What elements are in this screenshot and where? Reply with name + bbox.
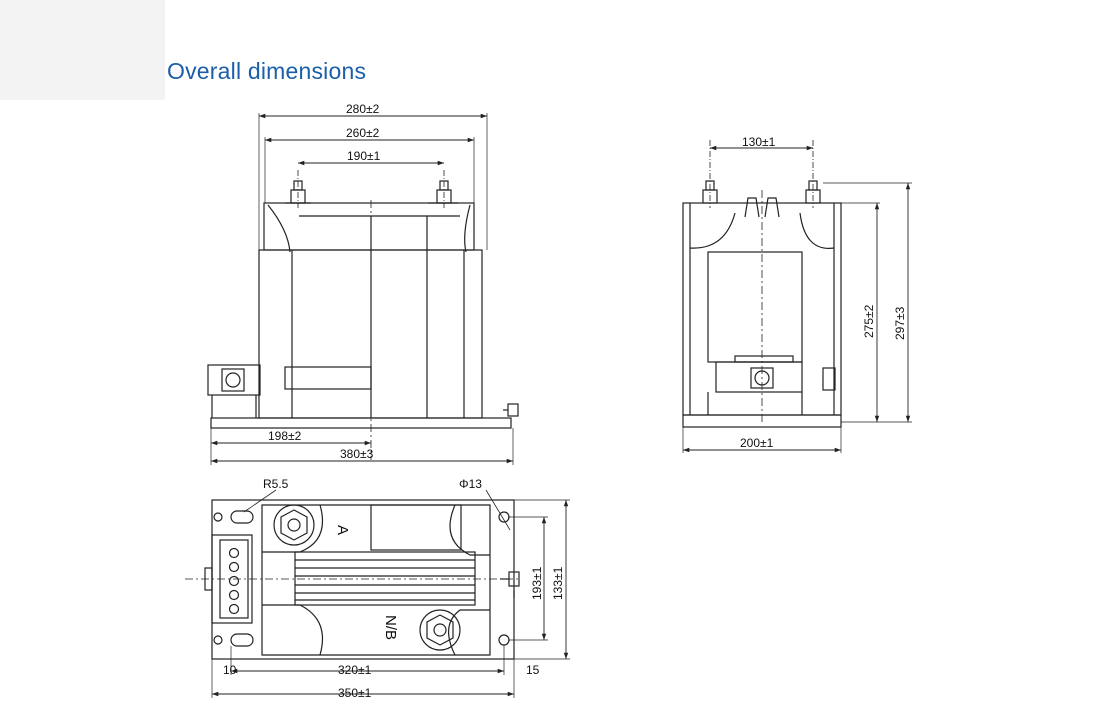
dim-320-label: 320±1 [338, 663, 372, 677]
dim-198-label: 198±2 [268, 429, 302, 443]
dim-130-label: 130±1 [742, 135, 776, 149]
corner-panel [0, 0, 165, 100]
front-view [207, 113, 519, 465]
dim-350-label: 350±1 [338, 686, 372, 700]
side-view [682, 140, 912, 453]
side-core [707, 251, 803, 363]
dim-190-label: 190±1 [347, 149, 381, 163]
page-title: Overall dimensions [167, 58, 367, 84]
top-base-plate [211, 499, 515, 660]
dim-10-label: 10 [223, 663, 237, 677]
dim-280-label: 280±2 [346, 102, 380, 116]
dim-275-label: 275±2 [862, 304, 876, 338]
terminal-a [273, 504, 315, 546]
radius-label: R5.5 [263, 477, 289, 491]
dim-297-label: 297±3 [893, 306, 907, 340]
dim-15-label: 15 [526, 663, 540, 677]
front-top-cap [263, 202, 475, 251]
dim-260-label: 260±2 [346, 126, 380, 140]
mark-a: A [334, 525, 351, 535]
mark-nb: N/B [382, 615, 399, 640]
slot-top-left [230, 510, 254, 524]
dim-380-label: 380±3 [340, 447, 374, 461]
dim-193-label: 193±1 [530, 566, 544, 600]
hole-bottom-right [498, 634, 510, 646]
front-terminal-right [428, 180, 458, 204]
front-label-band [284, 366, 372, 390]
hole-label: Φ13 [459, 477, 482, 491]
front-base-plate [210, 417, 512, 429]
front-secondary-box [207, 364, 261, 396]
dim-133-label: 133±1 [551, 566, 565, 600]
dim-200-label: 200±1 [740, 436, 774, 450]
top-view [185, 489, 570, 698]
slot-bottom-left [230, 633, 254, 647]
terminal-nb [419, 609, 461, 651]
